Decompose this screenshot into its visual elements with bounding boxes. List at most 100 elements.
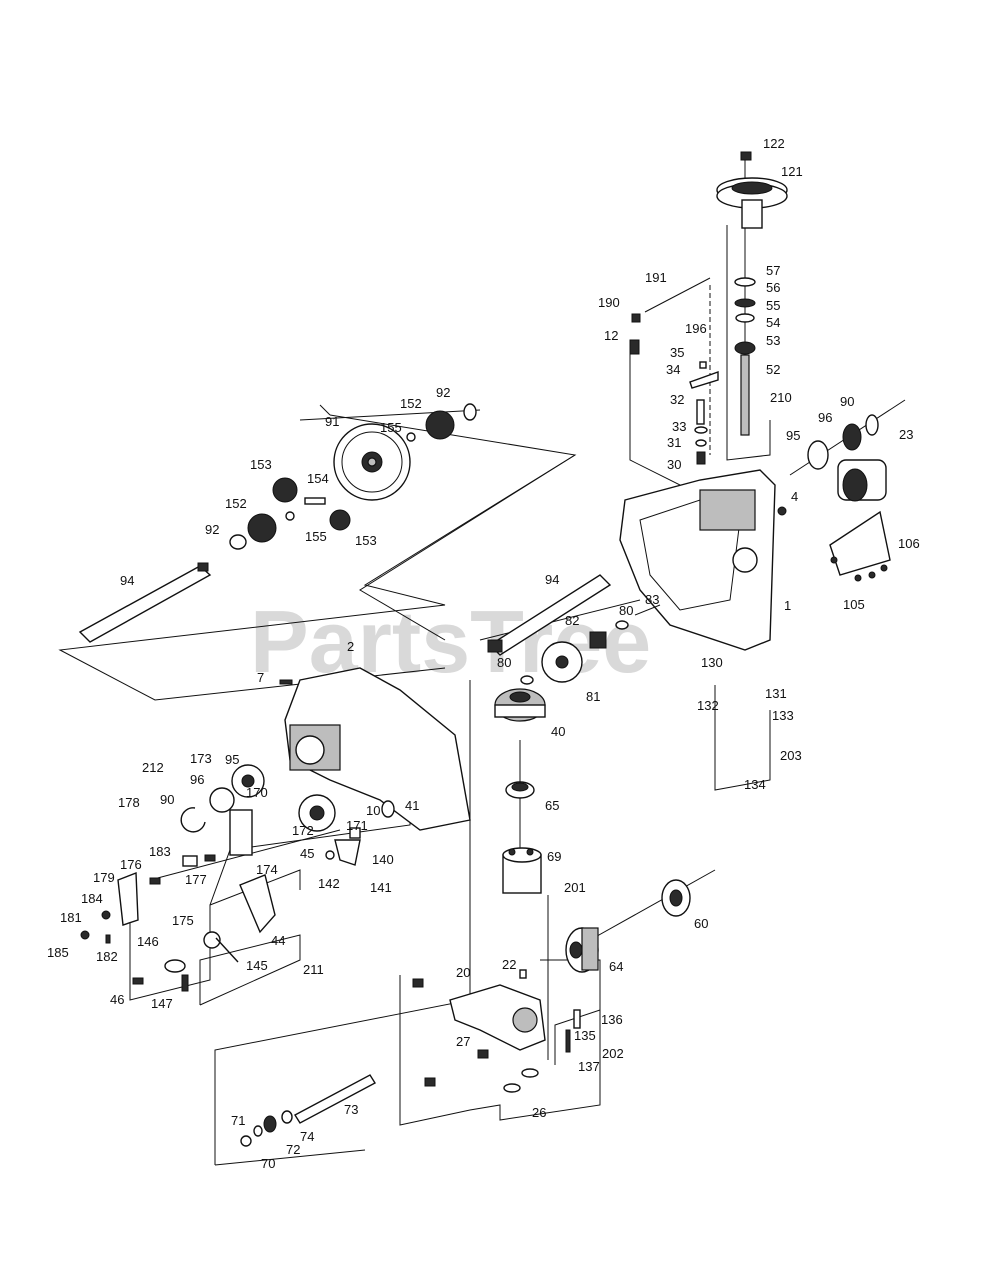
label-22: 22 [502,957,516,972]
part-gear-91 [333,423,411,501]
label-72: 72 [286,1142,300,1157]
label-211: 211 [303,962,324,977]
label-94b: 94 [545,572,559,587]
part-bevel-gears [229,403,477,550]
label-80b: 80 [497,655,511,670]
label-121: 121 [781,164,803,179]
label-181: 181 [60,910,82,925]
label-95a: 95 [786,428,800,443]
part-carrier-40 [494,688,546,722]
label-152a: 152 [400,396,422,411]
label-95b: 95 [225,752,239,767]
label-130: 130 [701,655,723,670]
part-rod-191 [644,277,711,313]
label-56: 56 [766,280,780,295]
label-184: 184 [81,891,103,906]
label-91: 91 [325,414,339,429]
label-57: 57 [766,263,780,278]
label-45: 45 [300,846,314,861]
label-210: 210 [770,390,792,405]
label-133: 133 [772,708,794,723]
label-32: 32 [670,392,684,407]
label-105: 105 [843,597,865,612]
label-176: 176 [120,857,142,872]
label-92a: 92 [436,385,450,400]
part-shaft-73 [240,1074,376,1147]
label-7: 7 [257,670,264,685]
label-122: 122 [763,136,785,151]
label-69: 69 [547,849,561,864]
label-153a: 153 [250,457,272,472]
label-203: 203 [780,748,802,763]
label-64: 64 [609,959,623,974]
label-145: 145 [246,958,268,973]
label-185: 185 [47,945,69,960]
label-82: 82 [565,613,579,628]
label-183: 183 [149,844,171,859]
label-81: 81 [586,689,600,704]
group-outlines [58,225,771,1166]
label-172: 172 [292,823,314,838]
label-4: 4 [791,489,798,504]
part-block-20 [412,969,546,1087]
part-axle-94-right [487,574,612,656]
label-90a: 90 [840,394,854,409]
label-71: 71 [231,1113,245,1128]
label-83: 83 [645,592,659,607]
axis-lines [149,160,906,941]
label-191: 191 [645,270,667,285]
label-134: 134 [744,777,766,792]
label-106: 106 [898,536,920,551]
label-35: 35 [670,345,684,360]
label-152b: 152 [225,496,247,511]
label-177: 177 [185,872,207,887]
label-212: 212 [142,760,164,775]
part-pulley-121 [716,151,788,229]
watermark: PartsTree [250,592,651,691]
label-190: 190 [598,295,620,310]
part-valve-136 [503,1009,581,1093]
label-175: 175 [172,913,194,928]
part-linkage-left [80,764,395,992]
label-179: 179 [93,870,115,885]
label-27: 27 [456,1034,470,1049]
label-132: 132 [697,698,719,713]
label-26: 26 [532,1105,546,1120]
label-147: 147 [151,996,173,1011]
label-12: 12 [604,328,618,343]
label-74: 74 [300,1129,314,1144]
label-154: 154 [307,471,329,486]
label-173: 173 [190,751,212,766]
label-2: 2 [347,639,354,654]
label-140: 140 [372,852,394,867]
label-53: 53 [766,333,780,348]
label-135: 135 [574,1028,596,1043]
label-201: 201 [564,880,586,895]
label-65: 65 [545,798,559,813]
label-34: 34 [666,362,680,377]
label-30: 30 [667,457,681,472]
label-31: 31 [667,435,681,450]
label-60: 60 [694,916,708,931]
label-136: 136 [601,1012,623,1027]
label-141: 141 [370,880,392,895]
part-cover-2 [279,667,471,831]
label-137: 137 [578,1059,600,1074]
label-202: 202 [602,1046,624,1061]
label-73: 73 [344,1102,358,1117]
label-44: 44 [271,933,285,948]
label-174: 174 [256,862,278,877]
label-155a: 155 [380,420,402,435]
label-90b: 90 [160,792,174,807]
label-40: 40 [551,724,565,739]
label-170: 170 [246,785,268,800]
label-70: 70 [261,1156,275,1171]
label-41: 41 [405,798,419,813]
label-196: 196 [685,321,707,336]
part-bearings-23 [807,414,887,502]
label-178: 178 [118,795,140,810]
label-55: 55 [766,298,780,313]
label-131: 131 [765,686,787,701]
label-96b: 96 [190,772,204,787]
label-23: 23 [899,427,913,442]
